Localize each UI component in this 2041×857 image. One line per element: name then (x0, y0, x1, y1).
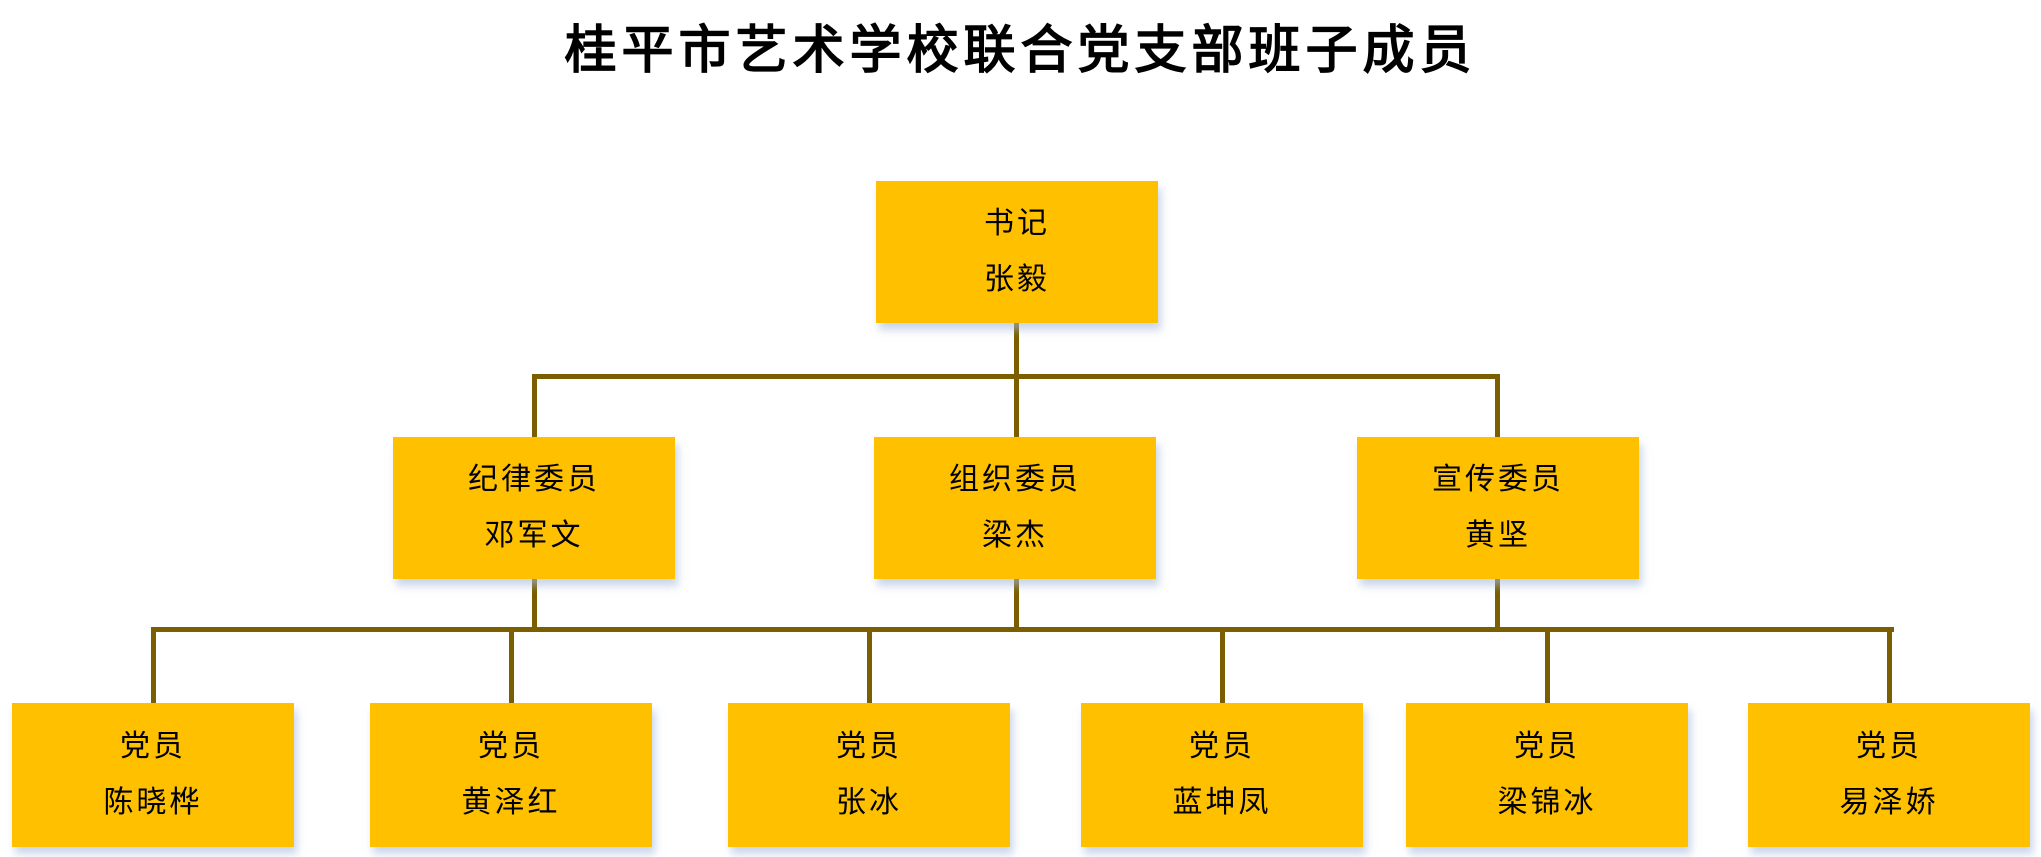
node-name: 陈晓桦 (103, 786, 203, 819)
node-role: 党员 (836, 730, 902, 763)
connector-drop-member-5 (1545, 627, 1550, 703)
org-node-member-2: 党员 黄泽红 (370, 703, 652, 847)
node-role: 党员 (1514, 730, 1580, 763)
connector-drop-member-6 (1887, 627, 1892, 703)
node-role: 宣传委员 (1432, 463, 1564, 496)
connector-drop-discipline (532, 374, 537, 437)
connector-drop-organization (1014, 374, 1019, 437)
node-name: 梁锦冰 (1497, 786, 1597, 819)
node-name: 梁杰 (982, 519, 1048, 552)
org-node-member-6: 党员 易泽娇 (1748, 703, 2030, 847)
connector-drop-member-4 (1220, 627, 1225, 703)
connector-tier2-horizontal (151, 627, 1894, 632)
connector-stub-organization (1014, 578, 1019, 632)
node-name: 易泽娇 (1839, 786, 1939, 819)
org-node-member-1: 党员 陈晓桦 (12, 703, 294, 847)
node-name: 张毅 (984, 263, 1050, 296)
connector-root-vertical (1014, 322, 1019, 379)
connector-drop-member-3 (867, 627, 872, 703)
node-role: 组织委员 (949, 463, 1081, 496)
node-role: 书记 (984, 207, 1050, 240)
org-node-propaganda-commissioner: 宣传委员 黄坚 (1357, 437, 1639, 579)
org-node-discipline-commissioner: 纪律委员 邓军文 (393, 437, 675, 579)
node-role: 党员 (478, 730, 544, 763)
page-title: 桂平市艺术学校联合党支部班子成员 (564, 22, 1477, 80)
connector-stub-propaganda (1495, 578, 1500, 632)
node-role: 党员 (1189, 730, 1255, 763)
org-node-member-3: 党员 张冰 (728, 703, 1010, 847)
node-name: 黄坚 (1465, 519, 1531, 552)
org-node-organization-commissioner: 组织委员 梁杰 (874, 437, 1156, 579)
org-node-secretary: 书记 张毅 (876, 181, 1158, 323)
connector-drop-member-1 (151, 627, 156, 703)
node-name: 张冰 (836, 786, 902, 819)
connector-stub-discipline (532, 578, 537, 632)
node-name: 邓军文 (484, 519, 584, 552)
connector-drop-propaganda (1495, 374, 1500, 437)
node-name: 蓝坤凤 (1172, 786, 1272, 819)
node-role: 纪律委员 (468, 463, 600, 496)
node-role: 党员 (120, 730, 186, 763)
org-node-member-4: 党员 蓝坤凤 (1081, 703, 1363, 847)
connector-drop-member-2 (509, 627, 514, 703)
node-name: 黄泽红 (461, 786, 561, 819)
org-node-member-5: 党员 梁锦冰 (1406, 703, 1688, 847)
node-role: 党员 (1856, 730, 1922, 763)
